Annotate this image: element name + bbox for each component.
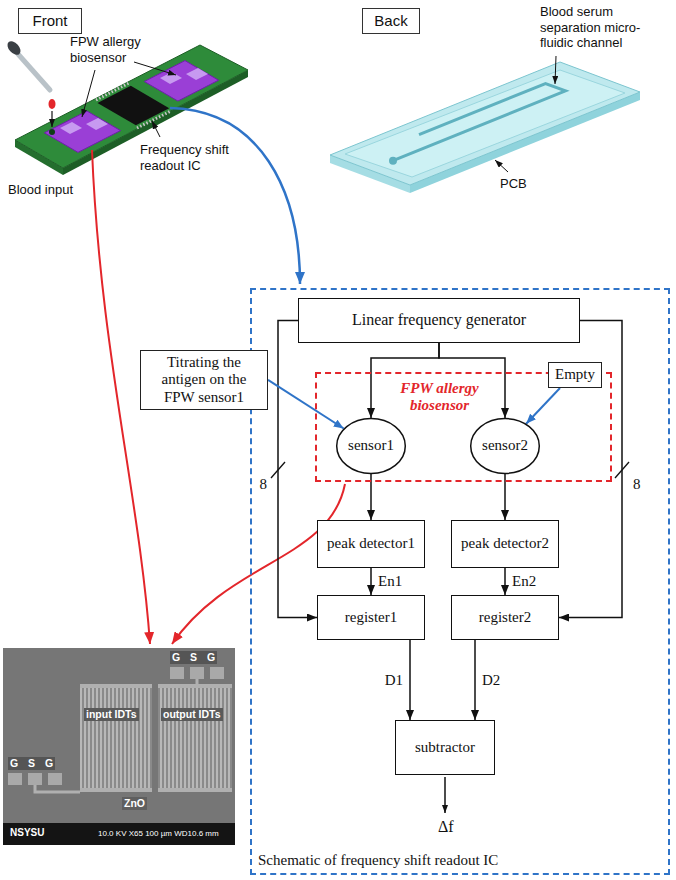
pin-label: G S G (170, 651, 217, 664)
pipette-bulb (5, 39, 23, 58)
process-box: peak detector2 (451, 520, 559, 568)
leader-line (152, 121, 160, 137)
connector (474, 640, 476, 720)
node-text: Back (374, 12, 407, 29)
node-text: Empty (555, 366, 595, 383)
bus-bar (80, 684, 152, 688)
leader-line (134, 62, 176, 75)
probe-pad (190, 667, 204, 679)
part-label: Blood input (8, 182, 73, 198)
register-box: register1 (317, 595, 425, 640)
node-text: peak detector2 (461, 535, 549, 552)
output-arrow (444, 777, 446, 813)
leader-line (555, 56, 556, 84)
connector (278, 321, 317, 618)
sensor-ellipse-shape (471, 419, 540, 474)
signal-label: 8 (259, 476, 269, 493)
probe-pad (28, 773, 42, 785)
group-heading: Schematic of frequency shift readout IC (258, 852, 498, 869)
material-label: ZnO (122, 797, 147, 810)
connector (504, 568, 506, 595)
callout-box: Empty (548, 362, 602, 388)
part-label: PCB (500, 176, 527, 192)
signal-label: En2 (511, 573, 537, 590)
blood-inlet (49, 129, 55, 135)
sem-parameters: 10.0 KV X65 100 µm WD10.6 mm (96, 829, 221, 839)
register-box: register2 (451, 595, 559, 640)
zoom-arrow (170, 108, 300, 284)
connector (268, 380, 344, 429)
part-label: Frequency shift readout IC (140, 142, 240, 173)
leader-line (82, 70, 95, 117)
process-box: subtractor (395, 720, 495, 775)
electrode-label: input IDTs (84, 708, 139, 721)
process-box: Linear frequency generator (298, 298, 580, 343)
connector (526, 388, 560, 424)
lead (196, 679, 199, 684)
probe-pad (210, 667, 224, 679)
fpw-sensor-chip (144, 61, 218, 102)
blood-drop (49, 99, 56, 109)
sem-image (3, 648, 235, 845)
sensor-idt (86, 118, 108, 130)
node-text: Front (32, 12, 67, 29)
sensor-idt (60, 122, 82, 134)
sensor-ellipse: sensor2 (470, 418, 540, 474)
signal-label: D1 (384, 672, 404, 689)
lead (35, 785, 80, 792)
readout-ic-chip (98, 86, 170, 126)
channel-reservoir (389, 157, 397, 165)
output-label: Δf (438, 817, 454, 836)
sensor-ellipse: sensor1 (336, 418, 406, 474)
node-text: register2 (479, 609, 531, 626)
sensor-idt (186, 68, 208, 80)
drop-arrow (51, 111, 52, 127)
node-text: sensor1 (348, 437, 394, 454)
pipette-tube (18, 54, 50, 90)
view-label-box: Front (18, 8, 82, 34)
process-box: peak detector1 (317, 520, 425, 568)
pcb-board-back (330, 62, 640, 185)
part-label: Blood serum separation micro-fluidic cha… (540, 4, 668, 51)
callout-box: Titrating the antigen on the FPW sensor1 (140, 350, 268, 410)
node-text: Linear frequency generator (352, 311, 526, 329)
probe-pad (170, 667, 184, 679)
microfluidic-layer (345, 70, 625, 177)
leader-line (495, 160, 508, 172)
readout-ic-frame: Schematic of frequency shift readout IC L… (250, 288, 670, 875)
connector (409, 640, 411, 720)
node-text: Titrating the antigen on the FPW sensor1 (145, 354, 263, 406)
signal-label: D2 (481, 672, 501, 689)
signal-label: En1 (377, 573, 403, 590)
group-heading: FPW allergy biosensor (387, 380, 492, 415)
sem-info-bar (3, 823, 235, 845)
node-text: register1 (345, 609, 397, 626)
input-idt (80, 688, 152, 788)
view-label-box: Back (362, 8, 420, 34)
electrode-label: output IDTs (161, 708, 223, 721)
sem-lab-label: NSYSU (8, 827, 46, 839)
signal-label: 8 (632, 476, 642, 493)
output-idt (158, 688, 232, 788)
node-text: sensor2 (482, 437, 528, 454)
bus-bar (158, 788, 232, 792)
connector (370, 568, 372, 595)
node-text: peak detector1 (327, 535, 415, 552)
bus-bar (158, 684, 232, 688)
biosensor-group: FPW allergy biosensor sensor1 sensor2 (315, 372, 612, 482)
pin-label: G S G (8, 757, 55, 770)
node-text: subtractor (415, 739, 475, 756)
sensor-ellipse-shape (337, 419, 406, 474)
bus-bar (80, 788, 152, 792)
probe-pad (8, 773, 22, 785)
probe-pad (48, 773, 62, 785)
fpw-sensor-chip (44, 111, 120, 152)
microfluidic-channel (393, 84, 566, 161)
part-label: FPW allergy biosensor (70, 34, 162, 65)
